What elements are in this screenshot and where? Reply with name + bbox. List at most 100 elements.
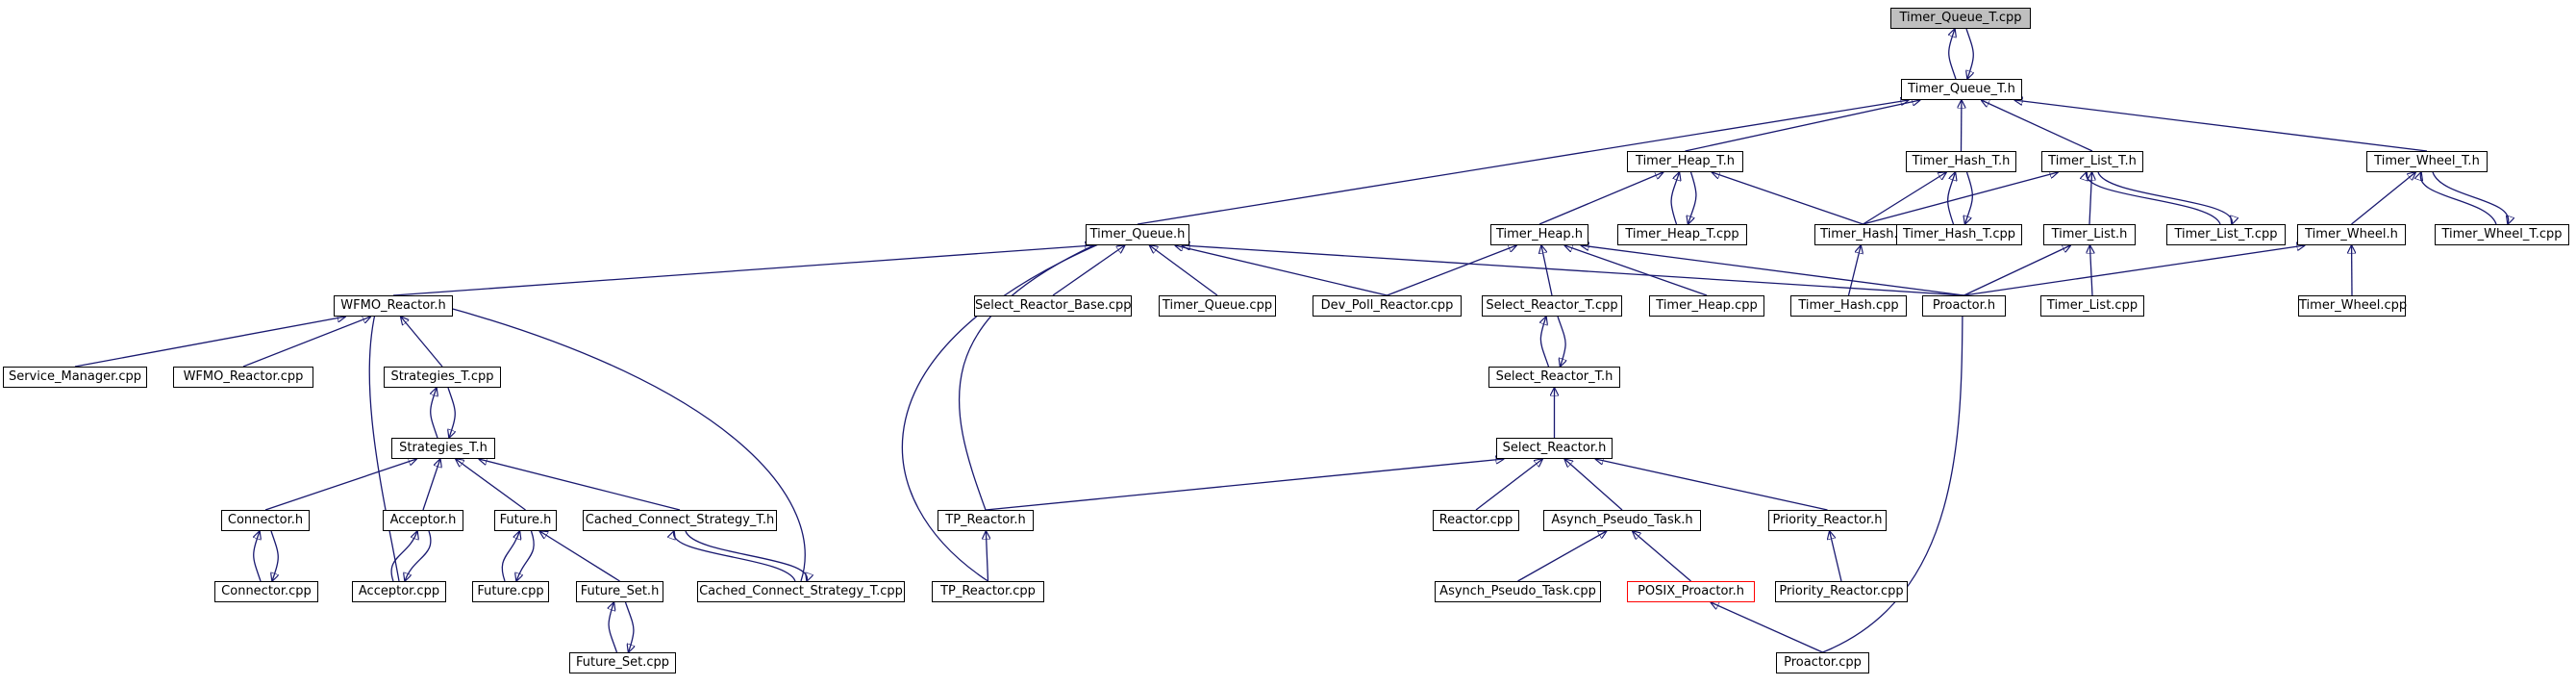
node-devpoll-cpp[interactable]: Dev_Poll_Reactor.cpp	[1313, 295, 1462, 317]
node-reactor-cpp[interactable]: Reactor.cpp	[1433, 510, 1519, 531]
edge-acc-cpp-to-acc-h	[391, 531, 417, 581]
edge-acc-h-to-strat-t-h	[423, 459, 440, 510]
node-pri-cpp[interactable]: Priority_Reactor.cpp	[1775, 581, 1908, 602]
edge-future-cpp-to-future-h	[502, 531, 519, 581]
node-pri-h[interactable]: Priority_Reactor.h	[1768, 510, 1887, 531]
edge-svcmgr-cpp-to-wfmo-h	[75, 317, 345, 367]
edge-thash-h-to-thash-t-h	[1863, 172, 1947, 224]
node-acc-cpp[interactable]: Acceptor.cpp	[352, 581, 446, 602]
edge-posix-h-to-apt-h	[1633, 531, 1691, 581]
edge-thash-t-h-to-thash-t-cpp	[1965, 172, 1973, 224]
edge-future-h-to-strat-t-h	[456, 459, 526, 510]
node-tq-t-h[interactable]: Timer_Queue_T.h	[1901, 79, 2022, 100]
edge-ccs-t-cpp-to-wfmo-h	[442, 306, 805, 581]
node-srt-h[interactable]: Select_Reactor_T.h	[1488, 367, 1620, 388]
node-apt-cpp[interactable]: Asynch_Pseudo_Task.cpp	[1435, 581, 1601, 602]
node-tp-cpp[interactable]: TP_Reactor.cpp	[932, 581, 1044, 602]
edge-proactor-h-to-tq-h	[1182, 245, 1964, 295]
node-svcmgr-cpp[interactable]: Service_Manager.cpp	[3, 367, 147, 388]
edge-tlist-cpp-to-tlist-h	[2089, 245, 2092, 295]
node-srb-cpp[interactable]: Select_Reactor_Base.cpp	[974, 295, 1132, 317]
edge-twheel-h-to-twheel-t-h	[2352, 172, 2416, 224]
edge-devpoll-cpp-to-theap-h	[1388, 245, 1517, 295]
node-strat-t-h[interactable]: Strategies_T.h	[391, 438, 495, 459]
edge-conn-h-to-conn-cpp	[271, 531, 278, 581]
node-posix-h[interactable]: POSIX_Proactor.h	[1627, 581, 1755, 602]
edge-thash-h-to-tlist-t-h	[1863, 172, 2059, 224]
node-twheel-t-h[interactable]: Timer_Wheel_T.h	[2366, 151, 2488, 172]
node-conn-h[interactable]: Connector.h	[221, 510, 310, 531]
edge-tp-h-to-sr-h	[986, 459, 1504, 510]
edge-srt-cpp-to-srt-h	[1558, 317, 1565, 367]
edge-reactor-cpp-to-sr-h	[1476, 459, 1542, 510]
node-sr-h[interactable]: Select_Reactor.h	[1496, 438, 1613, 459]
node-ccs-t-cpp[interactable]: Cached_Connect_Strategy_T.cpp	[697, 581, 905, 602]
node-wfmo-cpp[interactable]: WFMO_Reactor.cpp	[173, 367, 313, 388]
edge-srt-h-to-srt-cpp	[1540, 317, 1548, 367]
node-acc-h[interactable]: Acceptor.h	[383, 510, 463, 531]
node-future-cpp[interactable]: Future.cpp	[472, 581, 549, 602]
node-tq-t-cpp[interactable]: Timer_Queue_T.cpp	[1890, 8, 2031, 29]
node-apt-h[interactable]: Asynch_Pseudo_Task.h	[1543, 510, 1701, 531]
edge-fset-cpp-to-fset-h	[609, 602, 616, 652]
node-conn-cpp[interactable]: Connector.cpp	[214, 581, 318, 602]
edge-pri-h-to-sr-h	[1595, 459, 1827, 510]
node-wfmo-h[interactable]: WFMO_Reactor.h	[334, 295, 453, 317]
node-future-h[interactable]: Future.h	[494, 510, 557, 531]
node-tq-h[interactable]: Timer_Queue.h	[1086, 224, 1189, 245]
edge-strat-t-h-to-strat-t-cpp	[431, 388, 438, 438]
node-twheel-cpp[interactable]: Timer_Wheel.cpp	[2298, 295, 2406, 317]
edge-fset-h-to-future-h	[539, 531, 619, 581]
edge-conn-cpp-to-conn-h	[254, 531, 261, 581]
node-ccs-t-h[interactable]: Cached_Connect_Strategy_T.h	[583, 510, 777, 531]
edge-theap-t-cpp-to-theap-t-h	[1671, 172, 1679, 224]
edge-thash-h-to-theap-t-h	[1712, 172, 1863, 224]
edge-tq-h-to-tq-t-h	[1138, 100, 1909, 224]
node-proactor-h[interactable]: Proactor.h	[1922, 295, 2006, 317]
edge-proactor-h-to-twheel-h	[1964, 245, 2306, 295]
edge-tp-cpp-to-tp-h	[986, 531, 988, 581]
node-tq-cpp[interactable]: Timer_Queue.cpp	[1159, 295, 1276, 317]
edge-conn-h-to-strat-t-h	[265, 459, 416, 510]
node-tp-h[interactable]: TP_Reactor.h	[938, 510, 1034, 531]
edge-apt-h-to-sr-h	[1564, 459, 1622, 510]
node-twheel-h[interactable]: Timer_Wheel.h	[2297, 224, 2406, 245]
edge-fset-h-to-fset-cpp	[626, 602, 634, 652]
node-twheel-t-cpp[interactable]: Timer_Wheel_T.cpp	[2435, 224, 2569, 245]
edge-wfmo-h-to-tq-h	[393, 245, 1093, 295]
node-theap-h[interactable]: Timer_Heap.h	[1490, 224, 1588, 245]
edge-srt-cpp-to-theap-h	[1541, 245, 1552, 295]
node-strat-t-cpp[interactable]: Strategies_T.cpp	[384, 367, 501, 388]
edge-ccs-t-h-to-strat-t-h	[479, 459, 680, 510]
edge-srb-cpp-to-tq-h	[1053, 245, 1125, 295]
edge-apt-cpp-to-apt-h	[1518, 531, 1607, 581]
edge-theap-h-to-theap-t-h	[1539, 172, 1663, 224]
node-tlist-t-cpp[interactable]: Timer_List_T.cpp	[2166, 224, 2286, 245]
node-thash-cpp[interactable]: Timer_Hash.cpp	[1790, 295, 1907, 317]
node-tlist-cpp[interactable]: Timer_List.cpp	[2040, 295, 2144, 317]
node-thash-t-h[interactable]: Timer_Hash_T.h	[1906, 151, 2016, 172]
edge-tp-h-to-tq-h	[959, 235, 1117, 510]
node-fset-h[interactable]: Future_Set.h	[576, 581, 663, 602]
edge-theap-t-h-to-theap-t-cpp	[1688, 172, 1696, 224]
edge-proactor-h-to-theap-h	[1581, 245, 1964, 295]
node-tlist-h[interactable]: Timer_List.h	[2043, 224, 2136, 245]
edge-thash-t-cpp-to-thash-t-h	[1948, 172, 1956, 224]
node-tlist-t-h[interactable]: Timer_List_T.h	[2041, 151, 2143, 172]
edge-tq-t-cpp-to-tq-t-h	[1966, 29, 1973, 79]
edge-strat-t-cpp-to-wfmo-h	[401, 317, 442, 367]
edge-proactor-cpp-to-posix-h	[1711, 602, 1822, 652]
node-thash-t-cpp[interactable]: Timer_Hash_T.cpp	[1896, 224, 2022, 245]
node-theap-cpp[interactable]: Timer_Heap.cpp	[1649, 295, 1764, 317]
edge-pri-cpp-to-pri-h	[1830, 531, 1841, 581]
node-theap-t-h[interactable]: Timer_Heap_T.h	[1627, 151, 1743, 172]
edge-twheel-t-cpp-to-twheel-t-h	[2420, 172, 2496, 224]
edge-theap-t-h-to-tq-t-h	[1686, 100, 1920, 151]
node-fset-cpp[interactable]: Future_Set.cpp	[569, 652, 676, 673]
node-theap-t-cpp[interactable]: Timer_Heap_T.cpp	[1617, 224, 1747, 245]
edge-acc-h-to-acc-cpp	[405, 531, 431, 581]
node-proactor-cpp[interactable]: Proactor.cpp	[1776, 652, 1869, 673]
node-srt-cpp[interactable]: Select_Reactor_T.cpp	[1482, 295, 1622, 317]
